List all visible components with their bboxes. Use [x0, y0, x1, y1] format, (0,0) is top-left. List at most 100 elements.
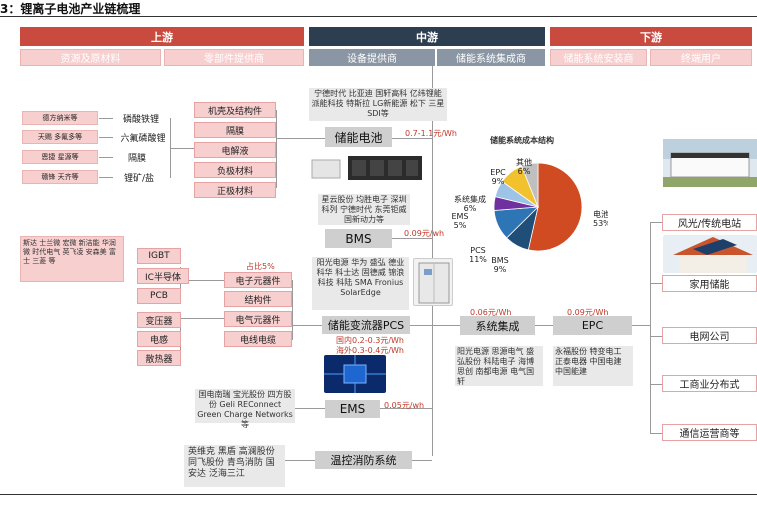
connector	[650, 283, 662, 284]
home-storage-image	[663, 235, 757, 273]
bms-companies: 星云股份 均胜电子 深圳科列 宁德时代 东莞钜威 国新动力等	[318, 194, 410, 225]
battery-image	[308, 152, 428, 186]
pie-label-4: 系统集成	[454, 194, 486, 204]
pcs-price-abroad: 海外0.3-0.4元/Wh	[336, 346, 405, 355]
sub-integration: 储能系统集成商	[437, 49, 545, 66]
sub-parts: 零部件提供商	[164, 49, 304, 66]
semi-item: IC半导体	[137, 268, 189, 284]
connector	[412, 460, 432, 461]
pcs-left-part: 散热器	[137, 350, 181, 366]
semi-item: IGBT	[137, 248, 181, 264]
pcs-box: 储能变流器PCS	[322, 316, 410, 334]
connector	[170, 148, 194, 149]
pie-pct-6: 6%	[518, 167, 531, 176]
house-solar-icon	[673, 237, 753, 273]
ems-box: EMS	[325, 400, 380, 418]
connector	[392, 138, 432, 139]
connector	[650, 384, 662, 385]
pcs-part: 电线电缆	[224, 331, 292, 347]
pcs-cabinet-image	[413, 258, 453, 306]
connector	[99, 137, 113, 138]
pcs-part: 电子元器件	[224, 272, 292, 288]
pcs-parts-note: 占比5%	[246, 262, 275, 271]
header-upstream: 上游	[20, 27, 304, 46]
pie-pct-4: 6%	[464, 204, 477, 213]
bms-price: 0.09元/wh	[404, 229, 445, 238]
footer-rule	[0, 494, 757, 495]
material-companies: 德方纳米等	[22, 111, 98, 125]
pie-label-1: BMS	[491, 256, 508, 265]
battery-part: 隔膜	[194, 122, 276, 138]
circuit-board-icon	[324, 355, 386, 393]
connector	[295, 408, 325, 409]
connector	[180, 318, 224, 319]
battery-companies: 宁德时代 比亚迪 国轩高科 亿纬锂能 派能科技 特斯拉 LG新能源 松下 三星S…	[309, 88, 447, 121]
enduser-item: 家用储能	[662, 275, 757, 292]
pcs-part: 结构件	[224, 291, 292, 307]
enduser-item: 风光/传统电站	[662, 214, 757, 231]
material-companies: 天赐 多氟多等	[22, 130, 98, 144]
enduser-item: 通信运营商等	[662, 424, 757, 441]
pie-pct-5: 9%	[492, 177, 505, 186]
epc-price: 0.09元/Wh	[567, 308, 609, 317]
connector	[650, 336, 662, 337]
page-title: 3：锂离子电池产业链梳理	[0, 2, 141, 16]
material-item: 锂矿/盐	[123, 173, 155, 184]
connector	[410, 325, 460, 326]
sub-install: 储能系统安装商	[550, 49, 647, 66]
battery-part: 负极材料	[194, 162, 276, 178]
sub-resources: 资源及原材料	[20, 49, 161, 66]
thermal-box: 温控消防系统	[315, 451, 412, 469]
pie-label-3: EMS	[451, 212, 468, 221]
pcs-companies: 阳光电源 华为 盛弘 德业 科华 科士达 固德威 锦浪科技 科陆 SMA Fro…	[312, 257, 409, 310]
connector	[632, 325, 650, 326]
inverter-cabinet-icon	[418, 262, 450, 304]
connector	[99, 118, 113, 119]
battery-price: 0.7-1.1元/Wh	[405, 129, 458, 138]
pie-label-6: 其他	[516, 157, 532, 167]
pie-label-5: EPC	[490, 168, 506, 177]
connector	[292, 280, 293, 340]
connector	[99, 157, 113, 158]
material-item: 隔膜	[127, 153, 146, 164]
pie-title: 储能系统成本结构	[490, 136, 554, 145]
thermal-companies: 英维克 黑盾 高澜股份 同飞股份 青鸟消防 国安达 泛海三江	[184, 445, 285, 487]
ems-companies: 国电南瑞 宝光股份 四方股份 Geli REConnect Green Char…	[195, 389, 295, 429]
epc-companies: 永福股份 特变电工 正泰电器 中国电建 中国能建	[553, 346, 633, 386]
connector	[650, 222, 651, 434]
integration-box: 系统集成	[460, 316, 535, 335]
connector	[276, 138, 325, 139]
pie-pct-0: 53%	[593, 219, 608, 228]
connector	[650, 222, 662, 223]
pie-slice-0	[527, 162, 583, 252]
ems-image	[324, 355, 386, 393]
connector	[392, 238, 432, 239]
pcs-left-part: 变压器	[137, 312, 181, 328]
material-companies: 恩捷 星源等	[22, 150, 98, 164]
header-downstream: 下游	[550, 27, 752, 46]
title-rule	[0, 16, 757, 17]
material-item: 磷酸铁锂	[122, 114, 159, 125]
enduser-item: 电网公司	[662, 327, 757, 344]
bms-box: BMS	[325, 229, 392, 248]
pcs-price-domestic: 国内0.2-0.3元/Wh	[336, 336, 405, 345]
battery-part: 正极材料	[194, 182, 276, 198]
battery-part: 机壳及结构件	[194, 102, 276, 118]
connector	[276, 110, 277, 188]
header-midstream: 中游	[309, 27, 545, 46]
battery-illustration-icon	[311, 156, 422, 180]
power-plant-image	[663, 139, 757, 187]
pie-pct-1: 9%	[494, 265, 507, 274]
connector	[380, 408, 432, 409]
pie-label-2: PCS	[470, 246, 486, 255]
semi-item: PCB	[137, 288, 181, 304]
ems-price: 0.05元/wh	[384, 401, 425, 410]
enduser-item: 工商业分布式	[662, 375, 757, 392]
material-item: 六氟磷酸锂	[120, 133, 166, 144]
battery-part: 电解液	[194, 142, 276, 158]
material-companies: 赣锋 天齐等	[22, 170, 98, 184]
connector	[292, 325, 322, 326]
pcs-left-part: 电感	[137, 331, 181, 347]
power-station-icon	[663, 139, 757, 187]
